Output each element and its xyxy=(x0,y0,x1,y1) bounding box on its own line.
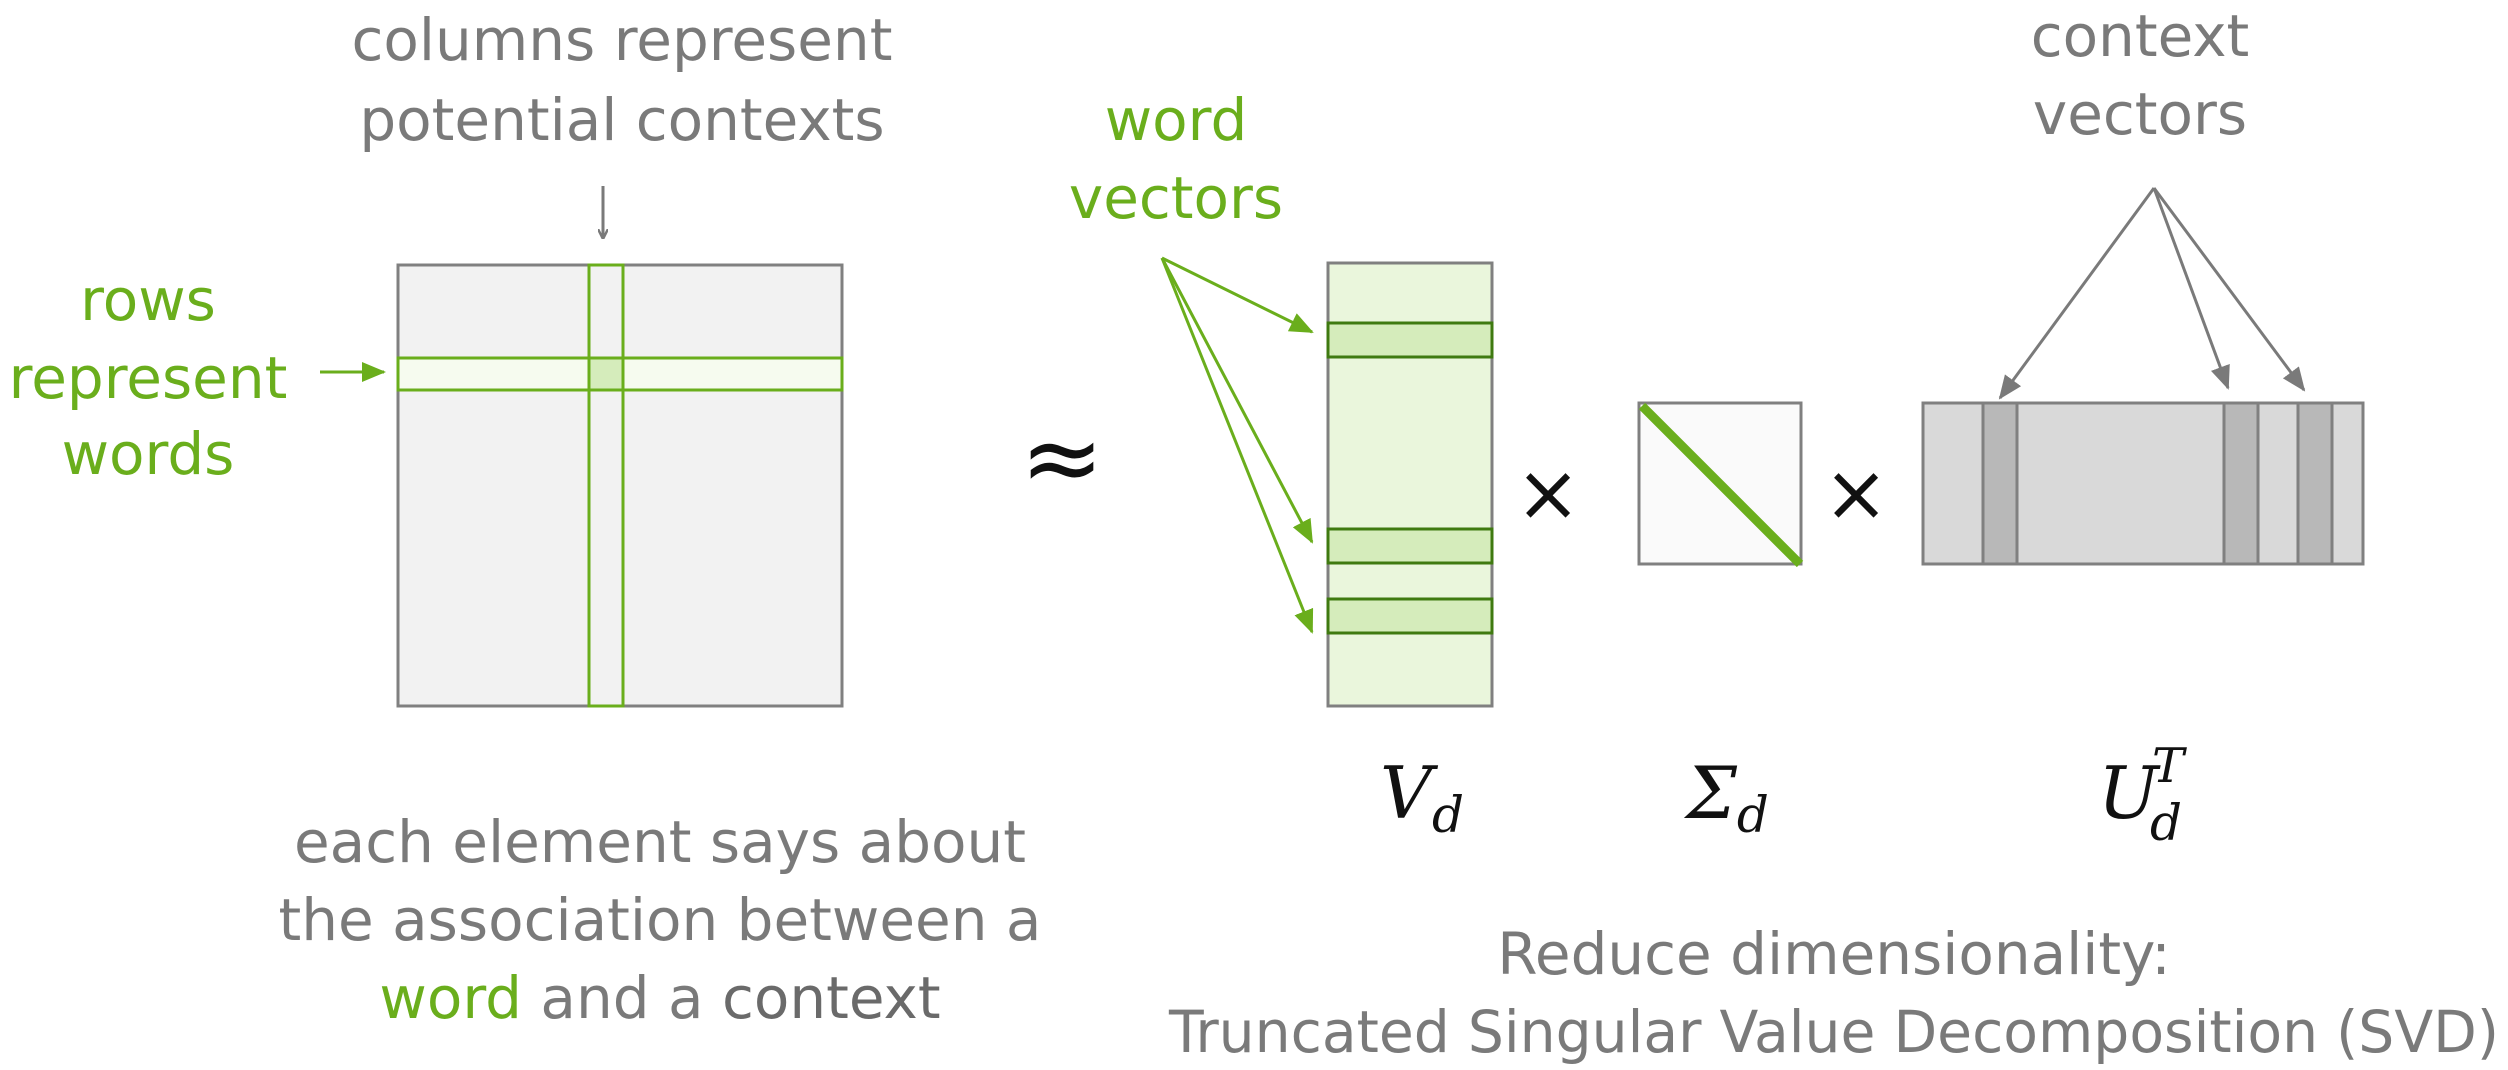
word-vector-arrow-1 xyxy=(1161,256,1314,334)
word-vector-arrow-3 xyxy=(1160,257,1314,634)
multiply-symbol-1: × xyxy=(1515,449,1580,539)
columns-label-line2: potential contexts xyxy=(359,86,884,154)
sigma-d-label: Σd xyxy=(1683,751,1769,844)
v-d-base: V xyxy=(1380,751,1439,835)
v-row-2 xyxy=(1326,527,1494,565)
caption-line3: word and a context xyxy=(379,964,940,1032)
v-row-1 xyxy=(1326,321,1494,359)
sigma-diagonal xyxy=(1638,402,1804,568)
cooccurrence-matrix xyxy=(396,263,844,708)
u-column-2 xyxy=(2222,401,2260,566)
highlighted-column xyxy=(587,263,625,708)
v-matrix xyxy=(1326,261,1494,708)
sigma-d-subscript: d xyxy=(1737,786,1769,844)
multiply-symbol-2: × xyxy=(1823,449,1888,539)
context-vectors-label-line1: context xyxy=(2031,2,2250,70)
word-vector-arrow-2 xyxy=(1160,257,1314,544)
context-vector-arrow-1 xyxy=(1998,187,2156,400)
u-column-3 xyxy=(2296,401,2334,566)
caption-context: context xyxy=(722,964,941,1032)
word-vectors-label-line1: word xyxy=(1105,86,1248,154)
u-d-t-subscript: d xyxy=(2150,794,2182,852)
context-vector-arrow-2 xyxy=(2152,187,2230,390)
u-d-t-superscript: T xyxy=(2152,738,2187,794)
caption-line2: the association between a xyxy=(279,886,1042,954)
context-vector-arrow-3 xyxy=(2152,187,2306,392)
word-vectors-label-line2: vectors xyxy=(1069,164,1283,232)
rows-label-line3: words xyxy=(62,420,235,488)
u-d-t-base: U xyxy=(2098,751,2161,835)
v-d-label: Vd xyxy=(1380,751,1464,844)
v-d-subscript: d xyxy=(1432,786,1464,844)
u-column-1 xyxy=(1981,401,2019,566)
caption-and-a: and a xyxy=(522,964,722,1032)
rows-label-line1: rows xyxy=(80,266,216,334)
rows-label-line2: represent xyxy=(9,344,288,412)
v-row-3 xyxy=(1326,597,1494,635)
svd-caption-line2: Truncated Singular Value Decomposition (… xyxy=(1168,998,2499,1066)
caption-line1: each element says about xyxy=(294,808,1026,876)
svd-caption-line1: Reduce dimensionality: xyxy=(1497,920,2171,988)
sigma-matrix xyxy=(1637,401,1804,568)
columns-label-line1: columns represent xyxy=(352,6,893,74)
approx-symbol: ≈ xyxy=(1020,399,1104,516)
u-transpose-matrix xyxy=(1921,401,2365,566)
context-vectors-label-line2: vectors xyxy=(2033,80,2247,148)
highlighted-cell xyxy=(587,356,625,392)
sigma-d-base: Σ xyxy=(1683,751,1738,835)
caption-word: word xyxy=(379,964,522,1032)
